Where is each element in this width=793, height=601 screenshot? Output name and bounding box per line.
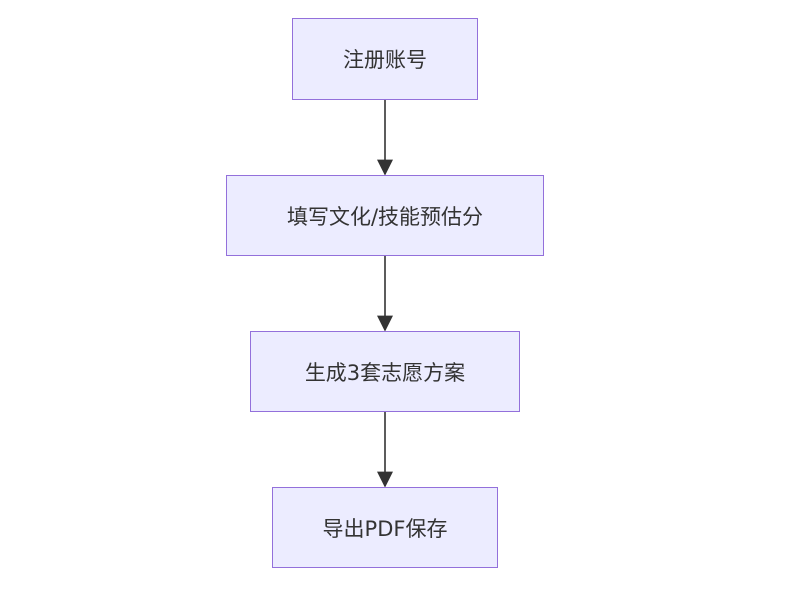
step-label: 导出PDF保存 — [322, 516, 448, 541]
step-label: 注册账号 — [343, 48, 427, 72]
step-label: 生成3套志愿方案 — [304, 360, 466, 385]
step-generate-plans: 生成3套志愿方案 — [250, 331, 520, 412]
step-fill-estimated-scores: 填写文化/技能预估分 — [226, 175, 544, 256]
step-export-pdf: 导出PDF保存 — [272, 487, 498, 568]
step-label: 填写文化/技能预估分 — [286, 204, 484, 229]
step-register-account: 注册账号 — [292, 18, 478, 100]
